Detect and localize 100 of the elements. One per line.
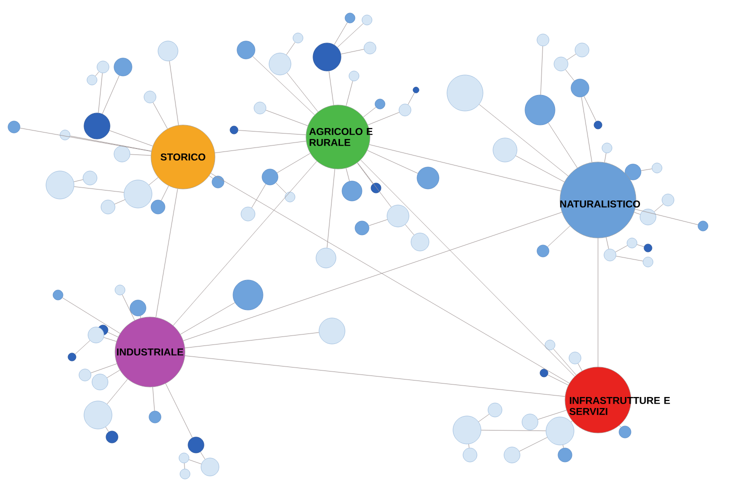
node-circle (364, 42, 376, 54)
connector-line (104, 337, 117, 342)
connector-line (337, 23, 364, 48)
node-circle (106, 430, 118, 444)
node-circle (398, 104, 412, 116)
connector-line (367, 150, 418, 174)
connector-line (553, 348, 576, 376)
connector-line (130, 154, 152, 156)
node-circle (348, 70, 360, 82)
connector-line (114, 199, 126, 204)
connector-line (478, 104, 568, 176)
connector-line (105, 426, 109, 432)
node-circle (268, 52, 292, 76)
connector-line (468, 444, 470, 448)
connector-line (346, 80, 353, 106)
connector-line (106, 378, 128, 404)
node-circle (86, 74, 98, 86)
connector-line (326, 168, 336, 248)
node-circle (522, 414, 538, 430)
node-circle (46, 170, 74, 200)
connector-line (180, 302, 236, 335)
connector-line (172, 160, 318, 326)
connector-line (640, 168, 652, 171)
node-circle (114, 146, 130, 162)
node-circle (410, 232, 430, 252)
connector-line (516, 156, 565, 182)
node-circle (642, 256, 654, 268)
connector-line (478, 414, 490, 422)
node-circle (652, 162, 662, 174)
node-circle (558, 448, 572, 462)
node-circle (148, 410, 162, 424)
node-circle (158, 40, 178, 62)
connector-line (286, 42, 296, 56)
connector-line (184, 462, 185, 470)
connector-line (566, 54, 576, 60)
node-circle (78, 368, 92, 382)
connector-line (578, 363, 582, 372)
connector-line (334, 22, 348, 46)
connector-line (357, 162, 374, 184)
node-circle (180, 468, 190, 480)
connector-line (581, 96, 592, 163)
connector-line (565, 69, 575, 82)
connector-line (208, 175, 214, 179)
connector-line (165, 383, 193, 438)
node-circle (240, 206, 256, 222)
node-circle (84, 400, 112, 430)
connector-line (547, 226, 570, 248)
node-circle (236, 40, 256, 60)
connector-line (363, 106, 376, 118)
node-circle (284, 192, 296, 202)
node-circle (150, 200, 166, 214)
node-circle (504, 446, 520, 464)
connector-line (636, 244, 644, 247)
connector-line (538, 410, 567, 420)
node-circle (178, 452, 190, 464)
node-circle (262, 168, 278, 186)
node-circle (618, 426, 632, 438)
connector-line (654, 204, 664, 212)
node-circle (144, 90, 156, 104)
connector-line (634, 212, 640, 215)
connector-line (20, 128, 152, 152)
connector-line (74, 179, 84, 182)
connector-line (238, 130, 306, 136)
node-circle (130, 300, 146, 316)
node-circle (536, 34, 550, 46)
node-circle (492, 138, 518, 162)
node-circle (254, 102, 266, 114)
node-circle (52, 290, 64, 300)
node-circle (344, 12, 356, 24)
node-circle (554, 56, 568, 72)
node-circle (200, 458, 220, 476)
node-circle (96, 60, 110, 74)
connector-line (152, 386, 155, 412)
node-circle (212, 176, 224, 188)
connector-line (214, 140, 306, 154)
connector-line (152, 102, 168, 130)
node-circle (546, 416, 574, 446)
node-circle (698, 220, 708, 232)
node-circle (188, 436, 204, 454)
node-circle (230, 126, 238, 134)
connector-line (95, 71, 100, 76)
connector-line (360, 160, 575, 377)
connector-line (286, 72, 318, 112)
connector-line (169, 60, 179, 126)
node-circle (114, 58, 132, 76)
node-circle (602, 142, 612, 154)
connector-line (70, 136, 152, 152)
node-circle (370, 182, 382, 194)
connector-line (548, 374, 569, 386)
connector-line (368, 112, 400, 126)
node-circle (88, 326, 104, 344)
node-circle (446, 74, 484, 112)
node-circle (92, 374, 108, 390)
connector-line (90, 363, 118, 374)
connector-line (369, 144, 562, 192)
node-circle (416, 166, 440, 190)
connector-line (540, 46, 543, 96)
connector-line (276, 153, 310, 174)
connector-line (408, 92, 415, 105)
connector-line (616, 256, 644, 262)
